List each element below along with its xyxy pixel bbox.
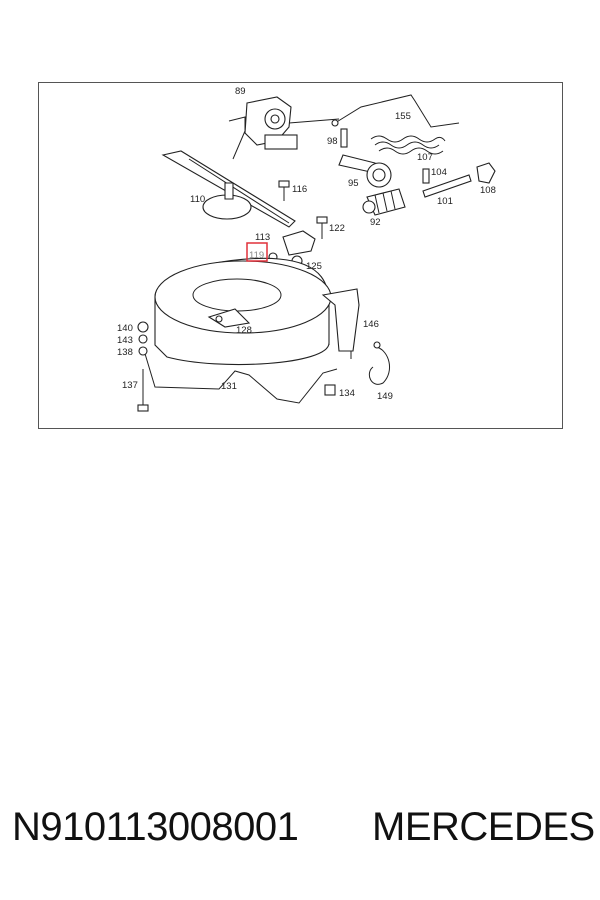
label-155: 155	[395, 111, 411, 122]
label-146: 146	[363, 319, 379, 330]
label-119: 119	[249, 250, 264, 261]
brand-name: MERCEDES	[372, 805, 595, 849]
label-125: 125	[306, 261, 322, 272]
pin-part	[340, 128, 348, 148]
label-98: 98	[327, 136, 338, 147]
label-138: 138	[117, 347, 133, 358]
bracket-part	[282, 230, 316, 256]
spring-part	[370, 135, 446, 155]
label-113: 113	[255, 232, 270, 243]
shaft-part	[338, 154, 392, 188]
label-104: 104	[431, 167, 447, 178]
label-116: 116	[292, 184, 307, 195]
parts-diagram: 89 155 98 107 95 104 108 101 92 116 110 …	[38, 82, 563, 429]
bolt-122-part	[316, 216, 328, 239]
washer-143-part	[138, 334, 148, 344]
bolt-137-part	[137, 369, 149, 412]
label-122: 122	[329, 223, 345, 234]
label-89: 89	[235, 86, 246, 97]
label-110: 110	[190, 194, 205, 205]
part-number: N910113008001	[12, 805, 299, 849]
label-137: 137	[122, 380, 138, 391]
washer-140-part	[137, 321, 149, 333]
bracket-146-part	[321, 288, 360, 359]
spare-tire-part	[154, 257, 332, 366]
pin-104-part	[422, 168, 430, 184]
label-108: 108	[480, 185, 496, 196]
jack-rail-part	[161, 150, 296, 228]
jack-housing-part	[228, 96, 340, 160]
crank-handle-part	[331, 94, 460, 128]
label-95: 95	[348, 178, 359, 189]
label-140: 140	[117, 323, 133, 334]
strap-part	[142, 346, 338, 404]
label-128: 128	[236, 325, 252, 336]
label-131: 131	[221, 381, 237, 392]
cable-part	[368, 341, 391, 385]
rod-part	[422, 174, 472, 198]
label-134: 134	[339, 388, 355, 399]
nut-134-part	[324, 384, 336, 396]
bolt-116-part	[278, 180, 290, 201]
cap-part	[476, 162, 496, 184]
worm-gear-part	[362, 188, 406, 216]
label-107: 107	[417, 152, 433, 163]
label-143: 143	[117, 335, 133, 346]
label-92: 92	[370, 217, 381, 228]
label-149: 149	[377, 391, 393, 402]
footer: N910113008001 MERCEDES	[0, 805, 600, 865]
washer-138-part	[138, 346, 148, 356]
highlight-box	[246, 242, 268, 262]
label-101: 101	[437, 196, 453, 207]
